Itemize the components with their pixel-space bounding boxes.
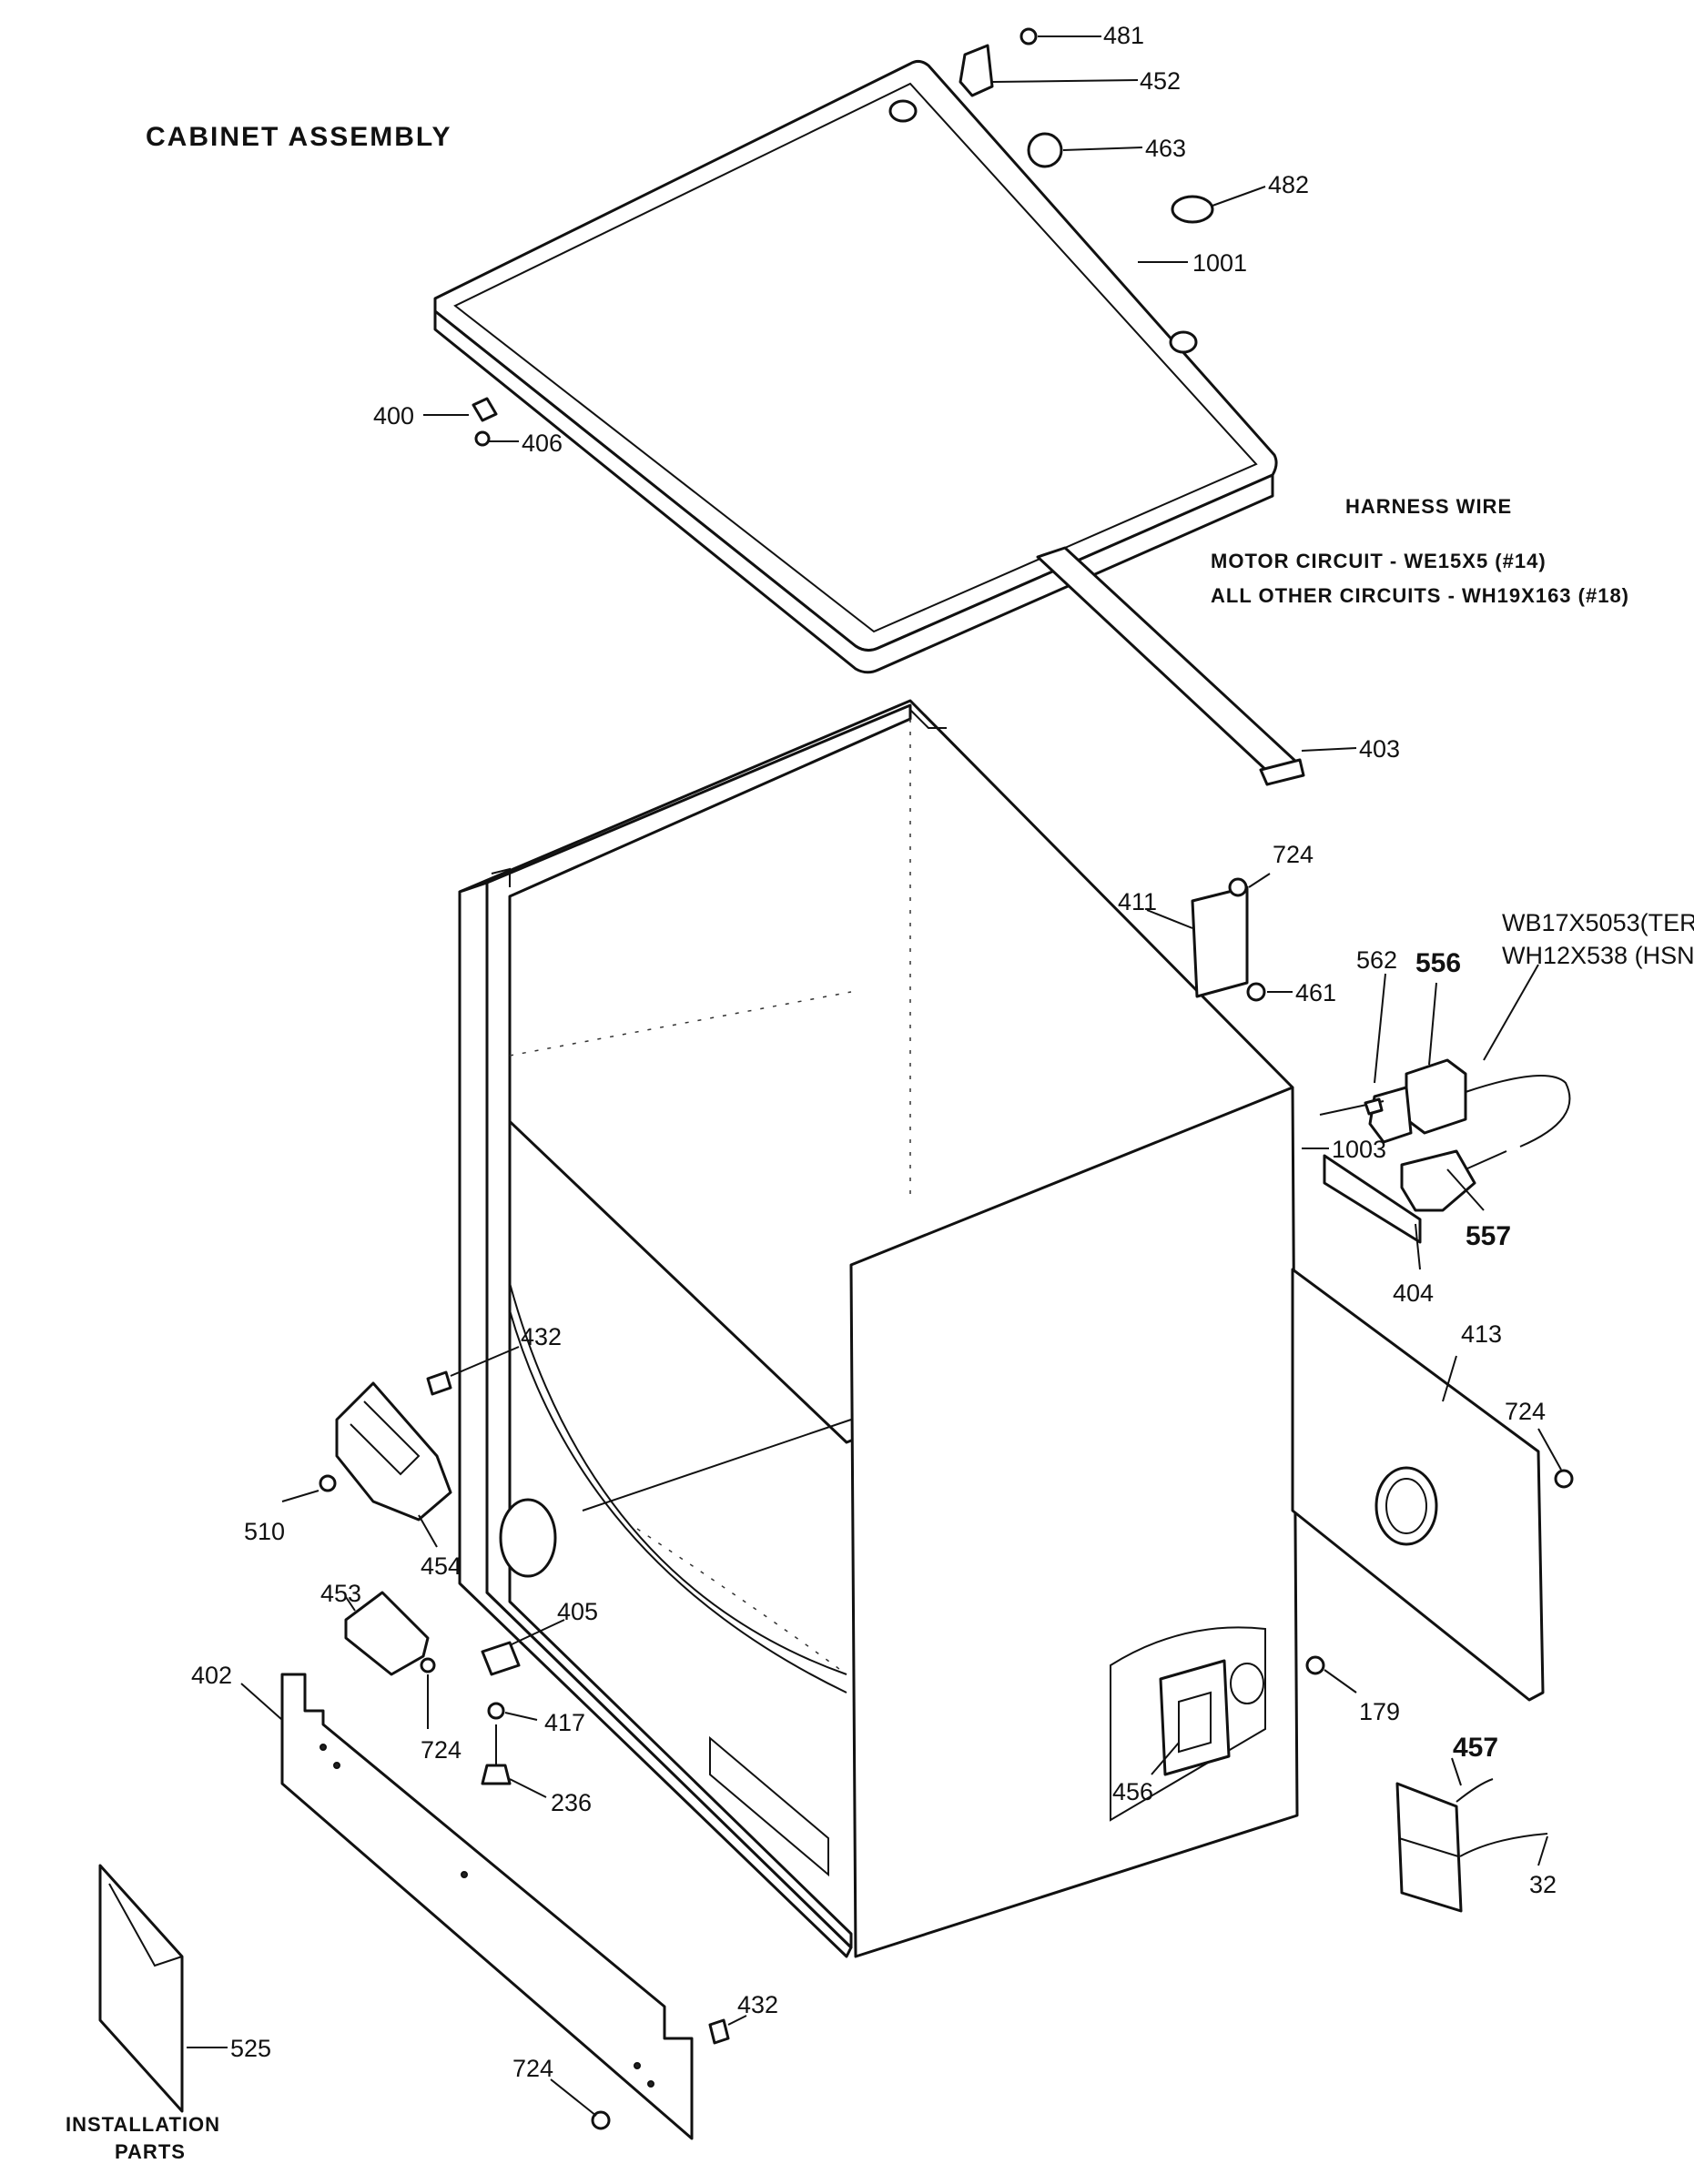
label-482: 482	[1268, 171, 1309, 198]
label-461: 461	[1295, 979, 1336, 1006]
installation-label: INSTALLATION	[66, 2113, 220, 2136]
terminal-part-number: WB17X5053(TERM)	[1502, 909, 1694, 936]
bracket-456	[1159, 1659, 1231, 1776]
leader-lines	[187, 35, 1562, 2117]
label-411: 411	[1118, 888, 1157, 915]
diagram-title: CABINET ASSEMBLY	[146, 122, 451, 152]
cover-plate-404	[1323, 1154, 1422, 1244]
installation-parts-label: PARTS	[115, 2140, 186, 2163]
bracket-454	[335, 1381, 452, 1522]
label-724-right: 724	[1505, 1398, 1546, 1425]
terminal-block-457	[1395, 1778, 1548, 1913]
nut-417	[487, 1702, 505, 1720]
clip-432-right	[708, 2018, 730, 2045]
screw-724-bottom	[591, 2110, 611, 2130]
screw-724-mid	[420, 1657, 436, 1673]
label-432-right: 432	[737, 1991, 778, 2018]
label-402: 402	[191, 1662, 232, 1689]
clip-432-left	[426, 1370, 452, 1396]
label-457: 457	[1453, 1733, 1498, 1763]
bracket-453	[344, 1591, 430, 1676]
part-labels: 481 452 463 482 1001 400 406 403 724 411…	[191, 22, 1557, 2082]
cover-plate-411	[1191, 885, 1249, 998]
label-463: 463	[1145, 135, 1186, 162]
toe-kick-panel	[280, 1673, 694, 2140]
screw-724-top	[1228, 877, 1248, 897]
label-724-mid: 724	[421, 1736, 462, 1764]
harness-motor-circuit: MOTOR CIRCUIT - WE15X5 (#14)	[1211, 550, 1547, 572]
housing-part-number: WH12X538 (HSNG)	[1502, 942, 1694, 969]
label-562: 562	[1356, 946, 1397, 974]
knob-463	[1027, 132, 1063, 168]
label-1003: 1003	[1332, 1136, 1386, 1163]
label-403: 403	[1359, 735, 1400, 763]
label-1001: 1001	[1192, 249, 1247, 277]
label-452: 452	[1140, 67, 1181, 95]
label-724-bottom: 724	[512, 2055, 553, 2082]
label-413: 413	[1461, 1320, 1502, 1348]
label-454: 454	[421, 1552, 462, 1580]
label-404: 404	[1393, 1279, 1434, 1307]
harness-heading: HARNESS WIRE	[1345, 495, 1512, 518]
power-cord	[1319, 1058, 1571, 1212]
leveling-leg-236	[481, 1764, 512, 1785]
label-481: 481	[1103, 22, 1144, 49]
label-556: 556	[1415, 948, 1461, 978]
label-432-left: 432	[521, 1323, 562, 1350]
label-406: 406	[522, 430, 563, 457]
label-405: 405	[557, 1598, 598, 1625]
label-510: 510	[244, 1518, 285, 1545]
label-453: 453	[320, 1580, 361, 1607]
label-456: 456	[1112, 1778, 1153, 1805]
label-417: 417	[544, 1709, 585, 1736]
clip-400	[472, 397, 498, 422]
screw-510	[319, 1474, 337, 1492]
harness-channel	[1036, 546, 1305, 786]
harness-other-circuits: ALL OTHER CIRCUITS - WH19X163 (#18)	[1211, 584, 1629, 607]
label-557: 557	[1466, 1221, 1511, 1251]
label-400: 400	[373, 402, 414, 430]
label-724-top: 724	[1273, 841, 1314, 868]
bracket-405	[481, 1641, 521, 1676]
screw-481	[1019, 27, 1038, 46]
screw-179	[1305, 1655, 1325, 1675]
label-32: 32	[1529, 1871, 1557, 1898]
hinge-452	[959, 44, 994, 97]
label-179: 179	[1359, 1698, 1400, 1725]
label-525: 525	[230, 2035, 271, 2062]
label-236: 236	[551, 1789, 592, 1816]
screw-406	[474, 430, 491, 447]
screw-724-right	[1554, 1469, 1574, 1489]
plug-482	[1171, 195, 1214, 224]
installation-parts-bag	[98, 1864, 184, 2113]
rear-panel	[1291, 1268, 1545, 1702]
screw-461	[1246, 982, 1266, 1002]
